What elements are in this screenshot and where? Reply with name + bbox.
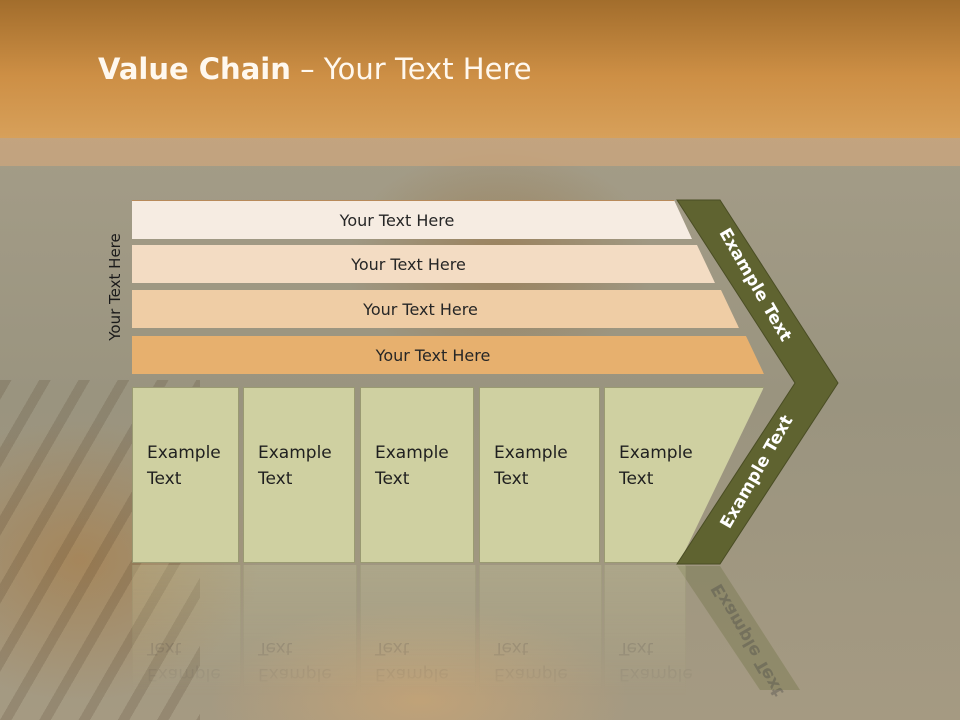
activity-box-1-line2: Text (147, 469, 182, 489)
side-label[interactable]: Your Text Here (106, 233, 124, 341)
tier-bar-1[interactable]: Your Text Here (132, 200, 692, 239)
activity-box-4-line2: Text (494, 469, 529, 489)
activity-box-4-line1: Example (494, 443, 568, 463)
activity-box-5-line1: Example (619, 443, 693, 463)
slide-title[interactable]: Value Chain – Your Text Here (98, 52, 532, 86)
tier-bar-3-label: Your Text Here (363, 299, 478, 319)
title-bar: Value Chain – Your Text Here (0, 0, 960, 138)
title-rest: – Your Text Here (290, 52, 532, 86)
activity-box-2[interactable]: Example Text (243, 387, 355, 563)
tier-bar-3[interactable]: Your Text Here (132, 290, 739, 328)
activity-box-3[interactable]: Example Text (360, 387, 474, 563)
tier-bar-4-label: Your Text Here (375, 345, 491, 365)
activity-box-2-line2: Text (258, 469, 293, 489)
activity-box-1[interactable]: Example Text (132, 387, 239, 563)
tier-bar-2-label: Your Text Here (351, 254, 466, 274)
activity-box-4[interactable]: Example Text (479, 387, 600, 563)
tier-bar-4[interactable]: Your Text Here (132, 336, 764, 374)
title-bold: Value Chain (98, 52, 291, 86)
activity-box-3-line2: Text (375, 469, 410, 489)
header-band (0, 138, 960, 166)
activity-box-2-line1: Example (258, 443, 332, 463)
activity-box-1-line1: Example (147, 443, 221, 463)
activity-box-3-line1: Example (375, 443, 449, 463)
activity-box-5-line2: Text (619, 469, 654, 489)
tier-bar-2[interactable]: Your Text Here (132, 245, 715, 283)
tier-bar-1-label: Your Text Here (339, 210, 455, 230)
